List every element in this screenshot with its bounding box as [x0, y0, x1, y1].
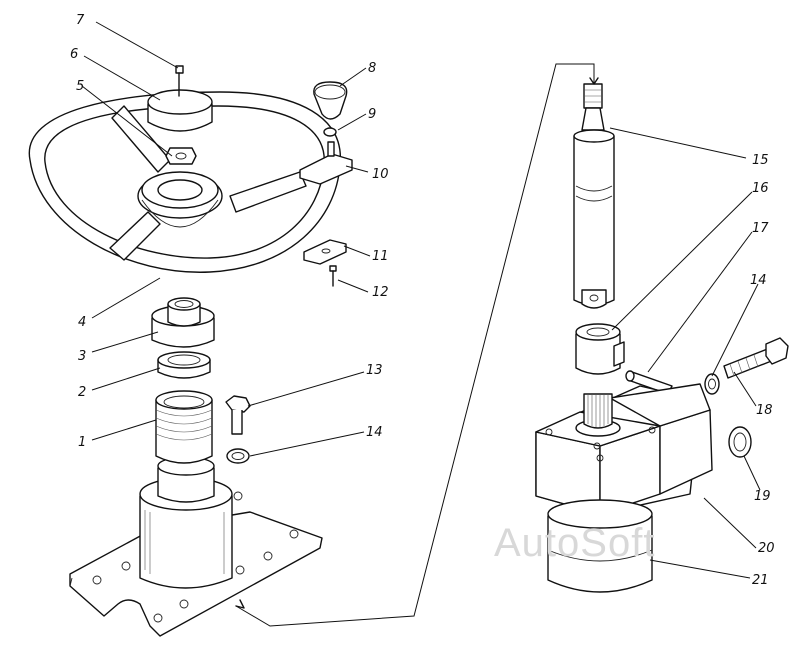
lower-housing — [547, 499, 653, 593]
callout-9: 9 — [368, 107, 376, 122]
hex-bolt-left — [225, 395, 251, 435]
callout-1: 1 — [78, 435, 86, 450]
assembly-link-line — [235, 63, 595, 627]
bracket-screw — [329, 265, 337, 287]
washer-left — [226, 448, 250, 464]
callout-numbers: 7 6 5 4 3 2 1 8 9 10 11 12 13 14 14 15 1… — [70, 13, 775, 588]
callout-20: 20 — [758, 541, 775, 556]
column-housing — [139, 390, 233, 589]
callout-11: 11 — [372, 249, 389, 264]
callout-14-left: 14 — [366, 425, 383, 440]
horn-cap — [147, 89, 213, 132]
locking-pin — [625, 370, 673, 395]
callout-19: 19 — [754, 489, 771, 504]
watermark: AutoSoft — [494, 521, 655, 565]
callout-3: 3 — [78, 349, 86, 364]
column-nut — [151, 297, 215, 348]
small-washer — [323, 127, 337, 137]
cap-screw — [175, 65, 184, 97]
callout-4: 4 — [78, 315, 86, 330]
callout-13: 13 — [366, 363, 383, 378]
callout-18: 18 — [756, 403, 773, 418]
callout-10: 10 — [372, 167, 389, 182]
hex-bolt-right — [723, 337, 789, 379]
washer-right — [704, 373, 720, 395]
knob-bracket-lower — [303, 239, 347, 265]
bearing — [157, 351, 211, 379]
callout-17: 17 — [752, 221, 769, 236]
callout-5: 5 — [76, 79, 84, 94]
steering-shaft — [573, 83, 615, 309]
callout-8: 8 — [368, 61, 376, 76]
callout-15: 15 — [752, 153, 769, 168]
leader-lines — [81, 21, 761, 579]
callout-14-right: 14 — [750, 273, 767, 288]
shaft-yoke — [575, 323, 625, 375]
steering-knob — [313, 81, 348, 120]
large-washer — [728, 426, 752, 458]
steering-wheel — [28, 91, 342, 273]
callout-6: 6 — [70, 47, 78, 62]
callout-21: 21 — [752, 573, 769, 588]
callout-16: 16 — [752, 181, 769, 196]
knob-bracket-upper — [299, 141, 353, 185]
callout-2: 2 — [78, 385, 86, 400]
callout-7: 7 — [76, 13, 85, 28]
steering-gearbox — [535, 383, 713, 515]
callout-12: 12 — [372, 285, 389, 300]
hub-nut — [165, 147, 197, 165]
